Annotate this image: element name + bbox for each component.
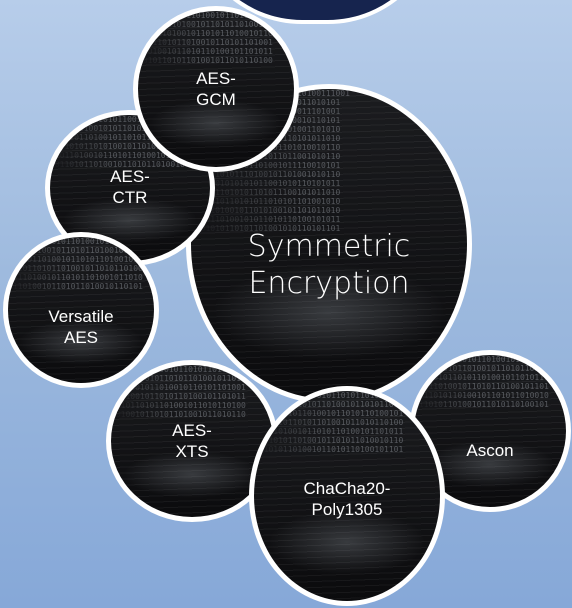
aes-xts-label-line1: AES-	[172, 421, 212, 440]
aes-ctr-label-line1: AES-	[110, 167, 150, 186]
binary-texture: 1010010110101101001011010110 01011010010…	[8, 237, 143, 291]
binary-texture: 0110101101001011010110100101 10110100101…	[111, 365, 246, 419]
versatile-aes-label-line2: AES	[63, 327, 99, 347]
aes-ctr-label-line2: CTR	[112, 187, 148, 207]
ascon-label: Ascon	[466, 441, 514, 460]
chacha20-poly1305-circle[interactable]: 0101101011010010110101101001011 11010010…	[249, 386, 445, 606]
binary-texture: 1101001011010110100101101011 00101101011…	[414, 355, 549, 409]
binary-texture: 0101101011010010110101101001011 11010010…	[254, 391, 404, 454]
aes-gcm-circle[interactable]: 1001011010110100101101011010 01101011010…	[133, 6, 299, 172]
versatile-aes-circle[interactable]: 1010010110101101001011010110 01011010010…	[3, 232, 159, 388]
binary-texture: 1001011010110100101101011010 01101011010…	[138, 11, 273, 65]
chacha20-label-line2: Poly1305	[311, 499, 383, 519]
aes-gcm-label-line2: GCM	[196, 89, 236, 109]
versatile-aes-label-line1: Versatile	[48, 307, 114, 326]
chacha20-label-line1: ChaCha20-	[303, 479, 391, 498]
aes-xts-circle[interactable]: 0110101101001011010110100101 10110100101…	[106, 360, 278, 522]
aes-gcm-label-line1: AES-	[196, 69, 236, 88]
binary-texture: 0100101101101011001101001011 10101101001…	[50, 115, 185, 169]
center-label-line2: Encryption	[248, 265, 410, 301]
center-label-line1: Symmetric	[247, 229, 411, 264]
aes-xts-label-line2: XTS	[175, 441, 209, 461]
ascon-circle[interactable]: 1101001011010110100101101011 00101101011…	[409, 350, 571, 512]
